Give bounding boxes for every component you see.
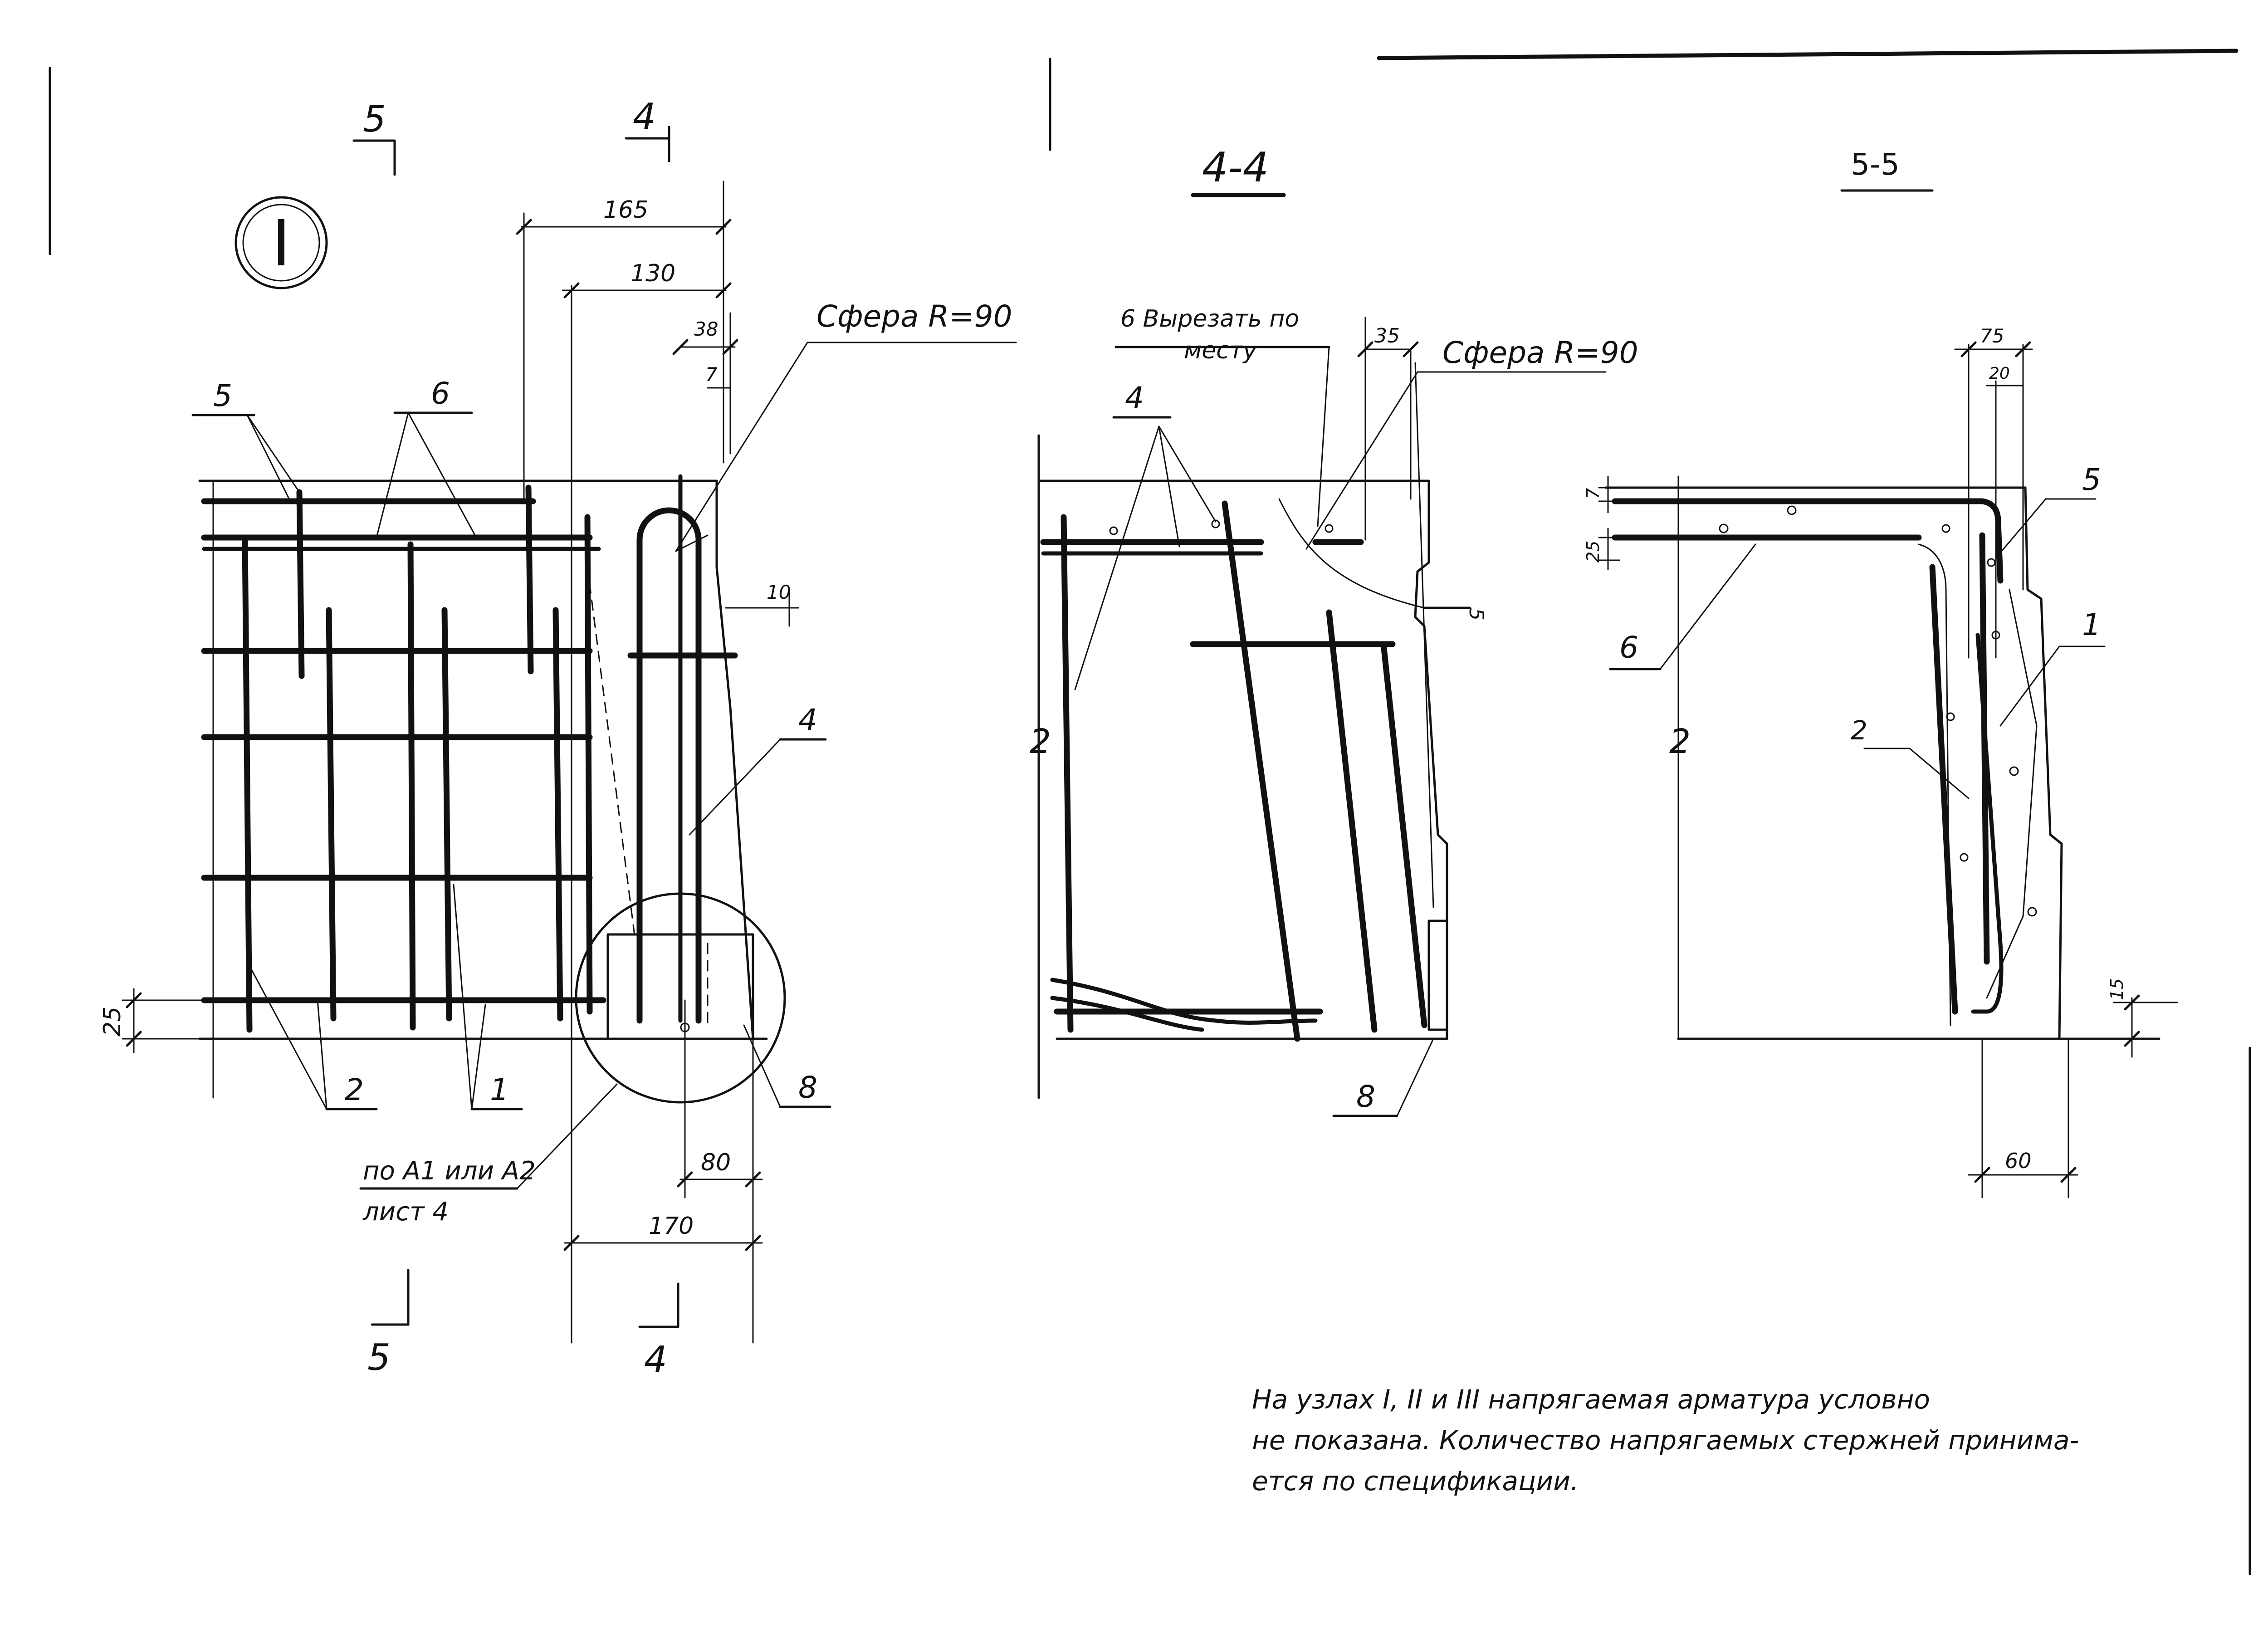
- callout-4: 4: [798, 703, 817, 738]
- dim-25: 25: [99, 1007, 126, 1037]
- svg-text:4: 4: [633, 96, 656, 138]
- callout-sphere: Сфера R=90: [816, 299, 1012, 334]
- section-title-4-4: 4-4: [1202, 144, 1269, 191]
- frame-lines: [49, 49, 2251, 1575]
- section-mark-5-top: 5: [352, 98, 396, 176]
- view3-dimensions: 75 20 7 25 15 60: [1583, 325, 2178, 1198]
- callout-4-section: 4: [1125, 381, 1144, 416]
- section-mark-4-bottom: 4: [638, 1282, 679, 1381]
- callout-5-section2: 5: [2082, 462, 2101, 497]
- view-section-4-4: 4-4 6 В: [1030, 144, 1638, 1117]
- view1-loop-bar: [584, 474, 702, 1024]
- section-title-5-5: 5-5: [1851, 147, 1900, 182]
- callout-6-section2: 6: [1619, 630, 1638, 665]
- dim-15: 15: [2107, 978, 2127, 1000]
- svg-text:5: 5: [367, 1336, 391, 1379]
- dim-7-section: 7: [1583, 488, 1603, 499]
- dim-165: 165: [603, 196, 648, 224]
- callout-2b-section2: 2: [1669, 722, 1691, 761]
- callout-8: 8: [798, 1070, 817, 1105]
- note-line-1: На узлах I, II и III напрягаемая арматур…: [1252, 1384, 1930, 1415]
- view1-vertical-bars: [242, 484, 593, 1033]
- callout-6: 6: [431, 376, 450, 411]
- note-cut-line2: месту: [1184, 337, 1257, 364]
- note-line-2: не показана. Количество напрягаемых стер…: [1252, 1425, 2079, 1456]
- section-mark-4-top: 4: [625, 96, 670, 162]
- view1-horizontal-bars: [201, 498, 738, 1003]
- callout-ref-line2: лист 4: [362, 1197, 449, 1227]
- node-circle-inner: [242, 204, 320, 282]
- view2-concrete-outline: [1037, 434, 1448, 1099]
- callout-sphere-2: Сфера R=90: [1442, 335, 1638, 370]
- view-node-1: I 5 4 5 4: [99, 96, 1017, 1381]
- dim-35: 35: [1374, 324, 1400, 347]
- callout-2-section: 2: [1030, 722, 1051, 761]
- svg-text:5: 5: [363, 98, 386, 140]
- section-mark-5-bottom: 5: [367, 1269, 410, 1379]
- callout-2: 2: [345, 1072, 364, 1107]
- callout-1-section2: 1: [2082, 607, 2101, 642]
- view1-callouts: Сфера R=90 5 6 4 2 1: [191, 299, 1017, 1227]
- dim-130: 130: [631, 260, 675, 287]
- callout-2-section2: 2: [1851, 715, 1867, 746]
- dim-25-section: 25: [1583, 541, 1603, 562]
- detail-ref-circle: [575, 892, 786, 1104]
- general-note: На узлах I, II и III напрягаемая арматур…: [1252, 1379, 2250, 1501]
- dim-80: 80: [701, 1149, 731, 1176]
- view2-callouts: 6 Вырезать по месту 35 Сфера R=90 5 4 2 …: [1030, 305, 1638, 1117]
- dim-170: 170: [649, 1213, 694, 1240]
- dim-7: 7: [705, 363, 718, 386]
- dim-20: 20: [1989, 364, 2010, 383]
- view3-concrete-outline: [1604, 475, 2160, 1040]
- view3-callouts: 5 1 6 2 2: [1609, 462, 2106, 799]
- node-roman-label: I: [272, 207, 290, 281]
- note-line-3: ется по спецификации.: [1252, 1466, 1579, 1496]
- dim-10: 10: [767, 581, 791, 603]
- callout-5: 5: [213, 378, 232, 413]
- view1-dimensions: 165 130 38 7 10 25: [99, 181, 799, 1344]
- svg-text:4: 4: [644, 1339, 667, 1381]
- view1-anchor-plate: [575, 892, 786, 1104]
- view2-bars: [1040, 317, 1471, 1042]
- callout-8-section: 8: [1356, 1079, 1375, 1114]
- callout-ref-line1: по А1 или А2: [363, 1156, 536, 1186]
- dim-60: 60: [2005, 1149, 2032, 1173]
- node-circle-outer: [235, 196, 328, 289]
- dim-5-section: 5: [1465, 608, 1488, 621]
- dim-75: 75: [1980, 325, 2004, 347]
- view-section-5-5: 5-5: [1583, 147, 2178, 1198]
- callout-1: 1: [490, 1072, 509, 1107]
- note-cut-line1: 6 Вырезать по: [1120, 305, 1299, 333]
- view3-bars: [1612, 498, 2038, 1026]
- dim-38: 38: [694, 318, 718, 340]
